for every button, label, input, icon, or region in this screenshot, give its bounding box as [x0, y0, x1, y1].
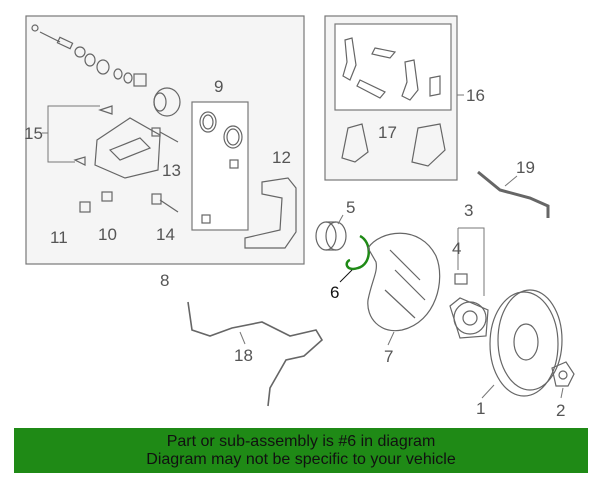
- dust-shield: [367, 232, 441, 332]
- callout-16: 16: [466, 86, 485, 105]
- brake-pads: [341, 123, 446, 167]
- callout-15-leader: [47, 105, 100, 163]
- caliper-body: [73, 105, 161, 179]
- pad-hardware: [342, 37, 441, 101]
- callout-4: 4: [452, 239, 461, 258]
- callout-18-leader: [239, 331, 246, 345]
- caliper-assembly-box: [25, 15, 305, 265]
- callout-3: 3: [464, 201, 473, 220]
- callout-7-leader: [387, 331, 395, 346]
- caliper-bracket: [244, 177, 297, 249]
- callout-19-leader: [504, 175, 518, 187]
- pad-hardware-inner-box: [334, 23, 452, 111]
- callout-5: 5: [346, 198, 355, 217]
- callout-3-leader: [458, 227, 485, 296]
- hub-assembly: [449, 273, 489, 339]
- callout-1-leader: [481, 384, 495, 399]
- callout-9: 9: [214, 77, 223, 96]
- abs-sensor-wire: [187, 301, 324, 407]
- callout-15: 15: [24, 124, 43, 143]
- callout-2-leader: [560, 387, 564, 399]
- banner-line-disclaimer: Diagram may not be specific to your vehi…: [146, 450, 456, 468]
- callout-18: 18: [234, 346, 253, 365]
- brake-hose: [477, 170, 550, 218]
- callout-1: 1: [476, 399, 485, 418]
- parts-diagram: 1 2 3 4 5 6 7 8 9 10 11 12 13 14 15 16 1…: [24, 15, 575, 420]
- lug-nut: [551, 361, 575, 387]
- callout-2: 2: [556, 401, 565, 420]
- piston-parts: [31, 24, 181, 117]
- seal-kit-box: [191, 101, 249, 231]
- callout-7: 7: [384, 347, 393, 366]
- callout-14: 14: [156, 225, 175, 244]
- callout-5-leader: [337, 214, 344, 225]
- callout-13: 13: [162, 161, 181, 180]
- snap-ring-highlighted: [345, 234, 370, 271]
- callout-17: 17: [378, 123, 397, 142]
- banner-line-part: Part or sub-assembly is #6 in diagram: [166, 432, 436, 450]
- callout-8: 8: [160, 271, 169, 290]
- seal-kit-parts: [199, 111, 243, 224]
- callout-6: 6: [330, 283, 339, 302]
- callout-10: 10: [98, 225, 117, 244]
- brake-rotor: [489, 289, 563, 397]
- callout-12: 12: [272, 148, 291, 167]
- callout-19: 19: [516, 158, 535, 177]
- vehicle-fit-banner: Part or sub-assembly is #6 in diagram Di…: [14, 428, 588, 473]
- bolts: [79, 127, 179, 213]
- wheel-bearing: [315, 221, 347, 251]
- callout-11: 11: [50, 228, 68, 247]
- callout-6-leader: [339, 269, 353, 283]
